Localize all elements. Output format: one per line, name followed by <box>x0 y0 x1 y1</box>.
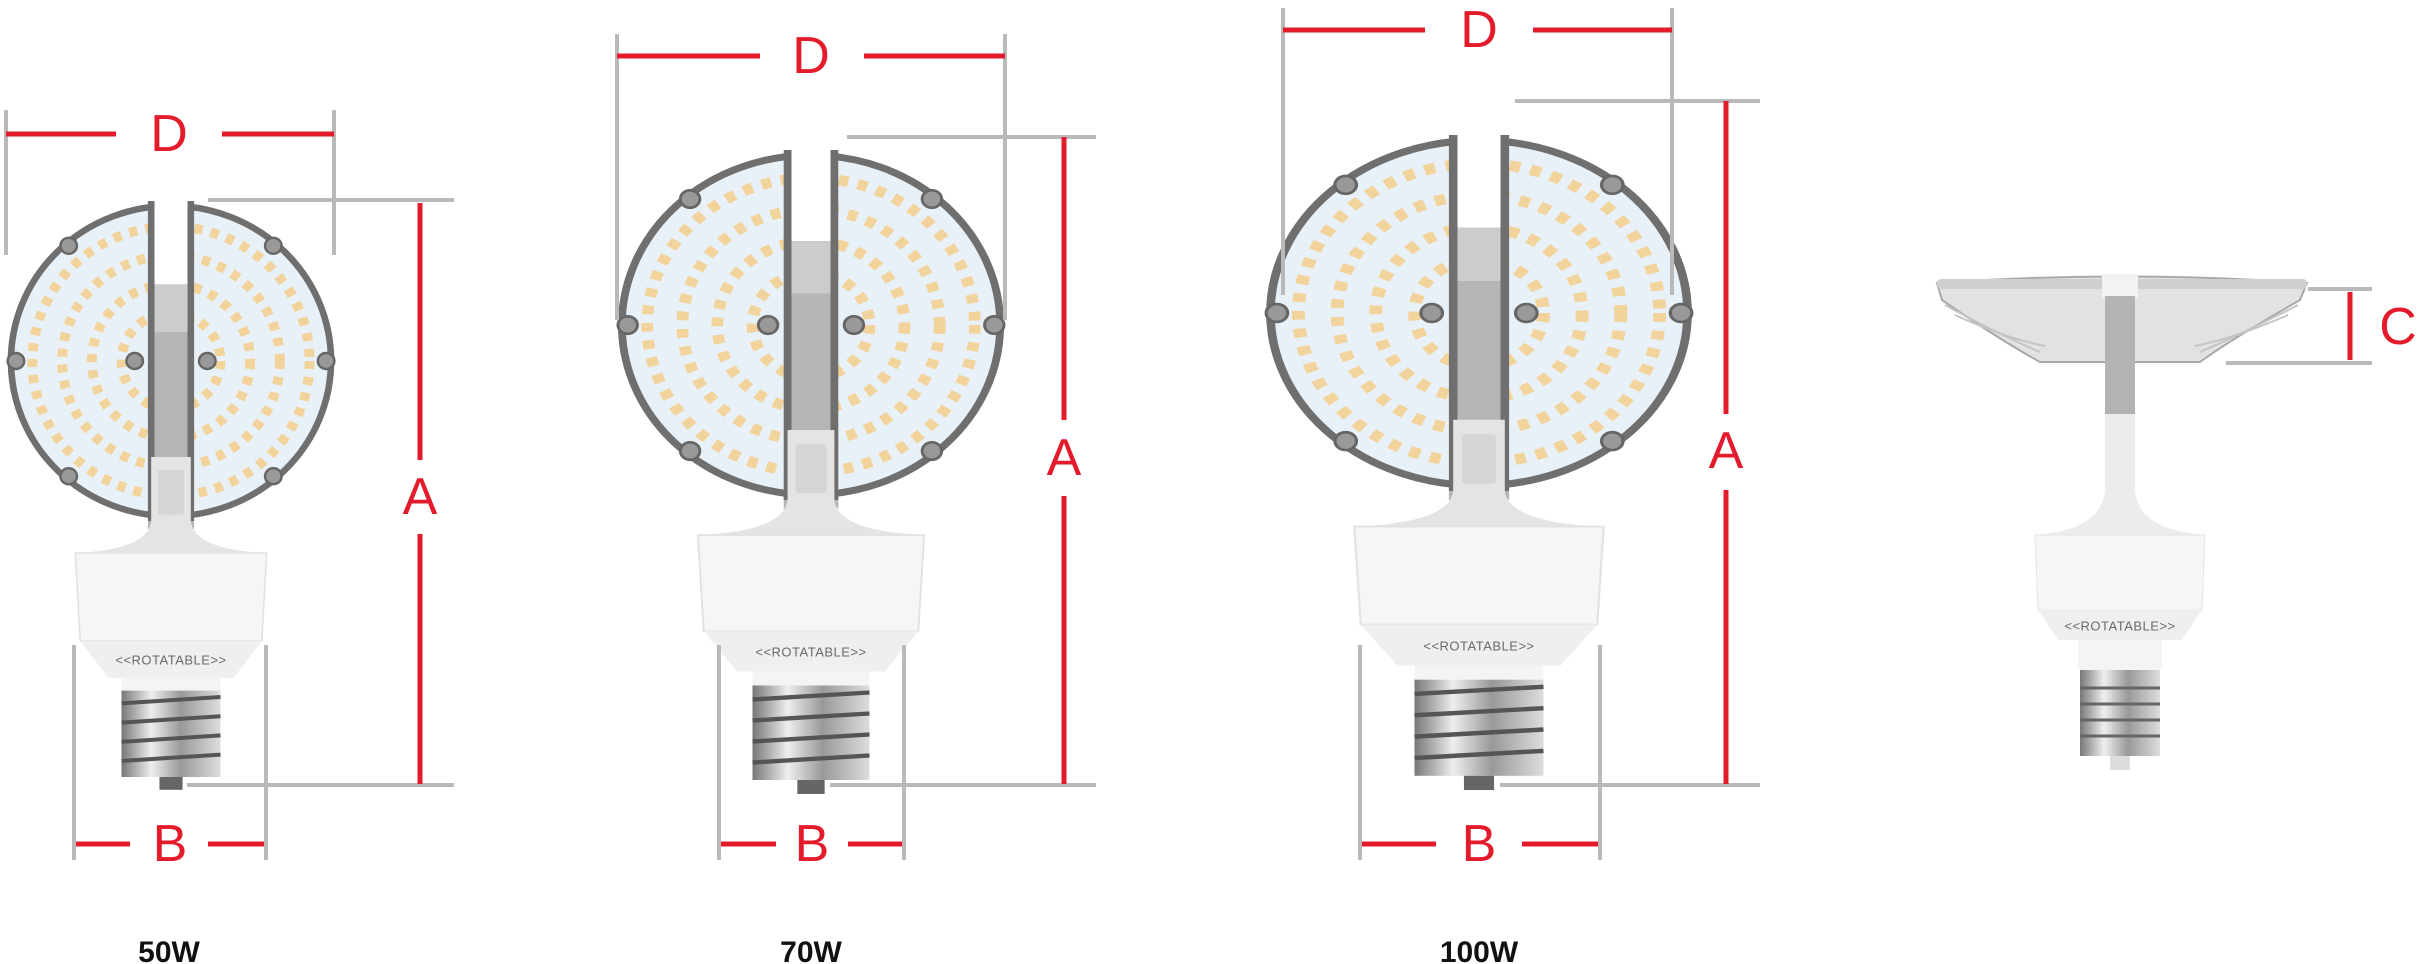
dimension-b-100w: B <box>1358 645 1602 873</box>
dimension-a-70w: A <box>830 135 1096 787</box>
dim-label-b: B <box>1462 815 1497 873</box>
lamp-70w: <<ROTATABLE>> D A B 70W <box>617 27 1096 964</box>
lamp-70w-image <box>618 150 1004 794</box>
dim-label-d: D <box>1460 1 1498 59</box>
dimension-c: C <box>2226 287 2417 365</box>
rotatable-text-100w: <<ROTATABLE>> <box>1423 639 1534 654</box>
dimension-a-50w: A <box>187 198 454 787</box>
dimension-d-100w: D <box>1281 1 1674 295</box>
dim-label-a: A <box>1047 429 1082 487</box>
dim-label-a: A <box>403 468 438 526</box>
rotatable-text-50w: <<ROTATABLE>> <box>115 653 226 668</box>
dimension-b-50w: B <box>72 645 268 873</box>
lamp-50w-image <box>8 201 335 790</box>
lamp-100w-image <box>1266 135 1692 790</box>
dimension-b-70w: B <box>717 645 906 873</box>
dimension-d-70w: D <box>615 27 1007 320</box>
dim-label-b: B <box>153 815 188 873</box>
lamp-100w: <<ROTATABLE>> D A B 100W <box>1266 1 1760 964</box>
rotatable-text-70w: <<ROTATABLE>> <box>755 645 866 660</box>
dim-label-d: D <box>792 27 830 85</box>
dim-label-a: A <box>1709 422 1744 480</box>
dimension-d-50w: D <box>4 105 336 255</box>
lamp-50w: <<ROTATABLE>> D A B 50W <box>6 105 454 964</box>
wattage-label-50w: 50W <box>138 936 200 964</box>
dimension-a-100w: A <box>1500 99 1760 787</box>
dim-label-c: C <box>2379 298 2417 356</box>
wattage-label-100w: 100W <box>1440 936 1519 964</box>
dim-label-d: D <box>150 105 188 163</box>
lamp-side-image <box>1935 274 2309 770</box>
rotatable-text-side: <<ROTATABLE>> <box>2064 619 2175 634</box>
dim-label-b: B <box>795 815 830 873</box>
lamp-side-view: <<ROTATABLE>> C <box>1935 274 2417 770</box>
wattage-label-70w: 70W <box>780 936 842 964</box>
